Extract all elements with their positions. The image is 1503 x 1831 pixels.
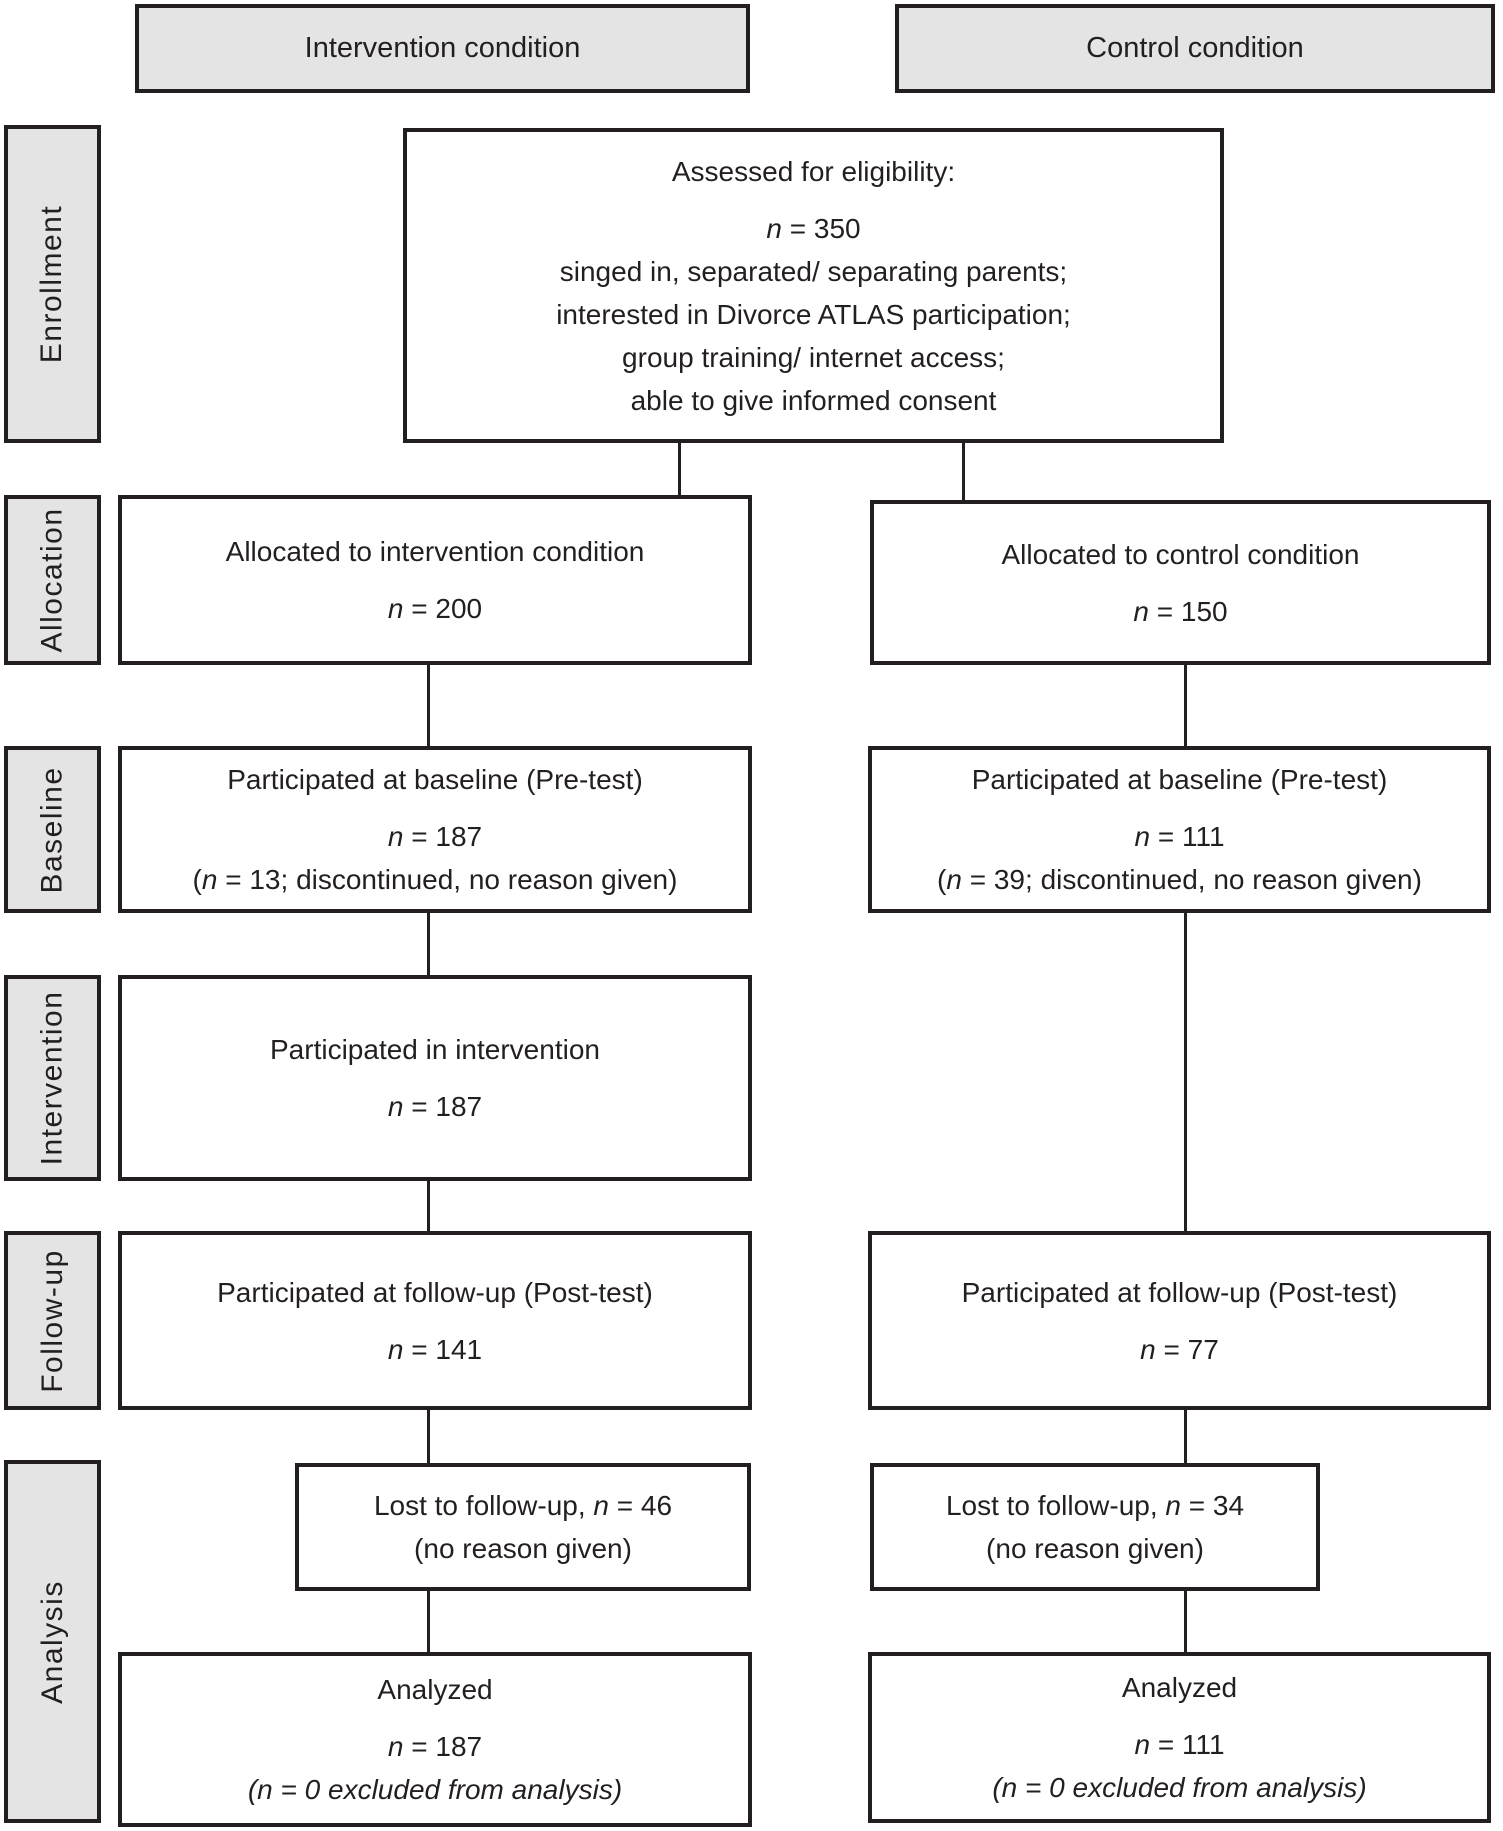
side-label-allocation-text: Allocation xyxy=(35,507,69,653)
flow-box-line: group training/ internet access; xyxy=(622,342,1005,373)
header-control-condition: Control condition xyxy=(895,4,1495,93)
flow-box-line: (no reason given) xyxy=(414,1533,632,1564)
flow-box-line: n = 187 xyxy=(387,1731,483,1762)
side-label-followup-text: Follow-up xyxy=(35,1248,69,1393)
flow-box-line: n = 77 xyxy=(1140,1334,1219,1365)
flow-box-baseline-control: Participated at baseline (Pre-test) n = 1… xyxy=(868,746,1491,913)
side-label-analysis-text: Analysis xyxy=(35,1579,69,1704)
flow-box-line: (n = 0 excluded from analysis) xyxy=(992,1772,1367,1803)
flow-box-line: able to give informed consent xyxy=(630,385,997,416)
flow-box-line: n = 200 xyxy=(387,593,483,624)
side-label-followup: Follow-up xyxy=(4,1231,101,1410)
flow-box-line: (n = 0 excluded from analysis) xyxy=(247,1774,623,1805)
connector-lost-to-analyzed-intervention xyxy=(427,1591,430,1652)
flow-box-baseline-intervention: Participated at baseline (Pre-test) n = 1… xyxy=(118,746,752,913)
connector-baseline-to-followup-control xyxy=(1184,913,1187,1231)
flow-box-line: n = 111 xyxy=(1134,1729,1225,1760)
flow-box-line: Analyzed xyxy=(1121,1672,1238,1703)
connector-alloc-to-baseline-intervention xyxy=(427,665,430,746)
side-label-enrollment: Enrollment xyxy=(4,125,101,443)
flow-box-line: Participated at follow-up (Post-test) xyxy=(217,1277,653,1308)
connector-intervention-to-followup xyxy=(427,1181,430,1231)
flow-box-assessed-eligibility: Assessed for eligibility: n = 350 singed i… xyxy=(403,128,1224,443)
side-label-intervention: Intervention xyxy=(4,975,101,1181)
connector-lost-to-analyzed-control xyxy=(1184,1591,1187,1652)
header-intervention-condition: Intervention condition xyxy=(135,4,750,93)
flow-box-lost-intervention: Lost to follow-up, n = 46 (no reason give… xyxy=(295,1463,751,1591)
connector-followup-to-lost-intervention xyxy=(427,1410,430,1463)
flow-box-followup-control: Participated at follow-up (Post-test) n =… xyxy=(868,1231,1491,1410)
flow-box-analyzed-control: Analyzed n = 111 (n = 0 excluded from anal… xyxy=(868,1652,1491,1823)
connector-eligibility-to-alloc-intervention xyxy=(678,443,681,495)
flow-box-line: n = 141 xyxy=(387,1334,483,1365)
flow-box-line: (no reason given) xyxy=(986,1533,1204,1564)
connector-followup-to-lost-control xyxy=(1184,1410,1187,1463)
flow-box-line: n = 150 xyxy=(1133,596,1228,627)
flow-box-line: Participated at baseline (Pre-test) xyxy=(971,764,1388,795)
flow-box-line: Allocated to intervention condition xyxy=(225,536,645,567)
flow-box-line: (n = 13; discontinued, no reason given) xyxy=(192,864,678,895)
flow-box-line: Lost to follow-up, n = 34 xyxy=(945,1490,1245,1521)
side-label-baseline: Baseline xyxy=(4,746,101,913)
header-intervention-condition-label: Intervention condition xyxy=(304,32,581,64)
flow-box-line: singed in, separated/ separating parents… xyxy=(559,256,1068,287)
flow-box-line: Lost to follow-up, n = 46 xyxy=(373,1490,673,1521)
flow-box-line: Participated in intervention xyxy=(270,1034,600,1065)
flow-box-line: n = 187 xyxy=(387,1091,483,1122)
flow-box-analyzed-intervention: Analyzed n = 187 (n = 0 excluded from anal… xyxy=(118,1652,752,1827)
side-label-enrollment-text: Enrollment xyxy=(35,204,69,364)
flow-box-line: (n = 39; discontinued, no reason given) xyxy=(937,864,1422,895)
flow-box-line: n = 350 xyxy=(766,213,861,244)
flow-box-followup-intervention: Participated at follow-up (Post-test) n =… xyxy=(118,1231,752,1410)
flow-box-line: n = 111 xyxy=(1134,821,1225,852)
flow-box-line: n = 187 xyxy=(387,821,483,852)
flow-box-allocated-control: Allocated to control condition n = 150 xyxy=(870,500,1491,665)
header-control-condition-label: Control condition xyxy=(1086,32,1304,64)
flow-box-allocated-intervention: Allocated to intervention condition n = 2… xyxy=(118,495,752,665)
connector-baseline-to-intervention xyxy=(427,913,430,975)
flow-box-line: Participated at follow-up (Post-test) xyxy=(961,1277,1398,1308)
side-label-allocation: Allocation xyxy=(4,495,101,665)
connector-alloc-to-baseline-control xyxy=(1184,665,1187,746)
flow-box-line: Allocated to control condition xyxy=(1001,539,1360,570)
flow-box-line: Analyzed xyxy=(377,1674,493,1705)
flow-box-line: Assessed for eligibility: xyxy=(671,156,956,187)
flow-box-lost-control: Lost to follow-up, n = 34 (no reason give… xyxy=(870,1463,1320,1591)
side-label-intervention-text: Intervention xyxy=(35,990,69,1166)
side-label-analysis: Analysis xyxy=(4,1460,101,1823)
flow-box-participated-intervention: Participated in intervention n = 187 xyxy=(118,975,752,1181)
flow-box-line: interested in Divorce ATLAS participatio… xyxy=(556,299,1071,330)
connector-eligibility-to-alloc-control xyxy=(962,443,965,500)
flow-box-line: Participated at baseline (Pre-test) xyxy=(227,764,643,795)
side-label-baseline-text: Baseline xyxy=(35,765,69,894)
